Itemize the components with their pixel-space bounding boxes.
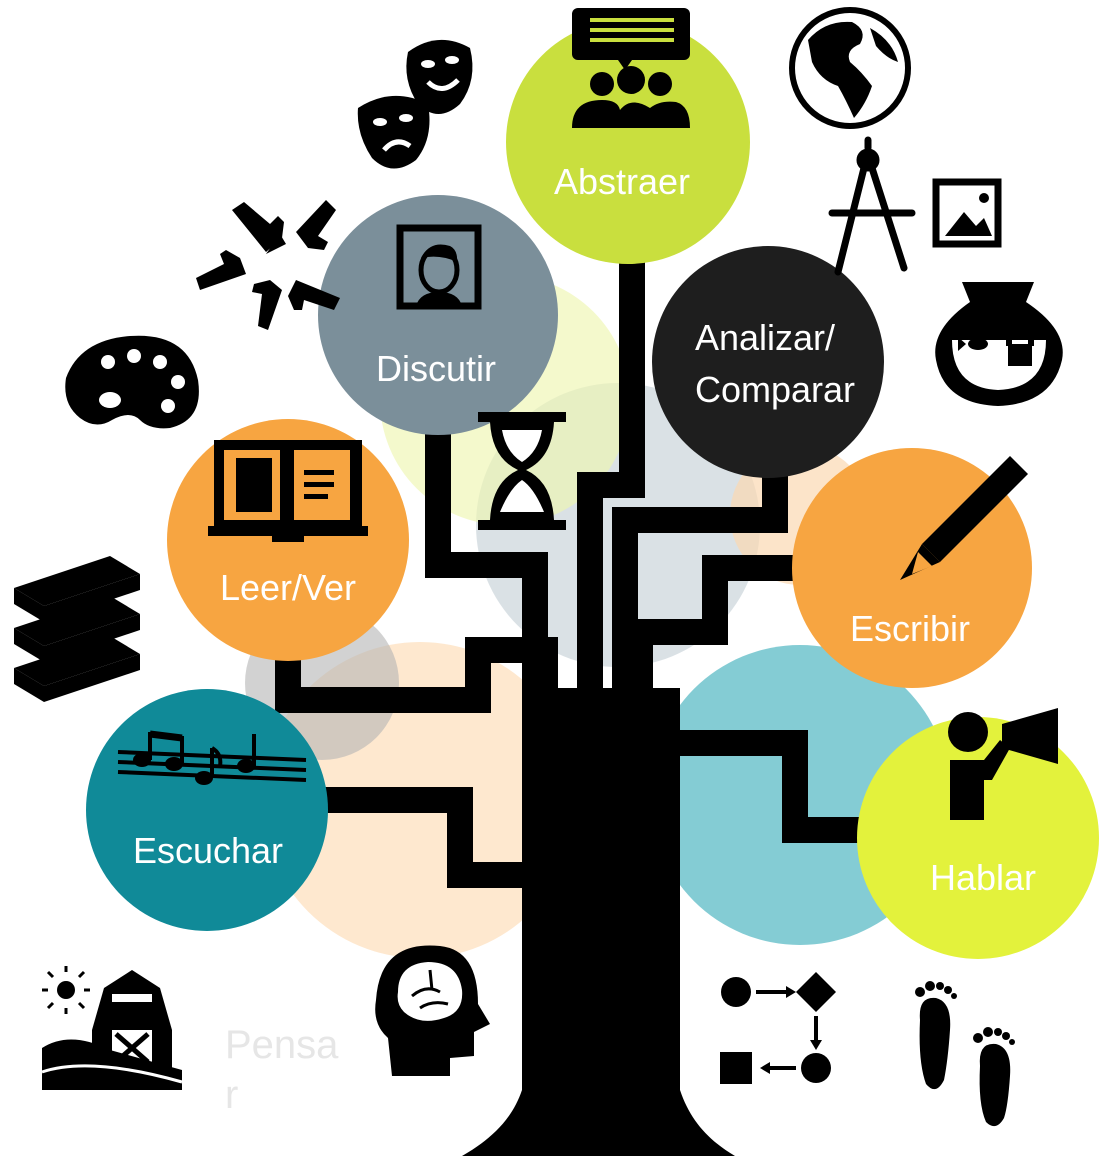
book-icon [208,440,368,542]
node-discutir: Discutir [318,195,558,435]
node-abstraer: Abstraer [506,20,750,264]
node-escuchar: Escuchar [86,689,328,931]
books-stack-icon [14,556,140,702]
compass-icon [828,136,916,276]
analizar-label-line2: Comparar [695,369,855,410]
escuchar-label: Escuchar [133,830,283,871]
fishbowl-icon [935,282,1063,406]
node-analizar-comparar: Analizar/ Comparar [652,246,884,478]
brain-head-icon [375,945,490,1076]
pensar-label-line1: Pensa [225,1023,339,1067]
abstraer-label: Abstraer [554,161,690,202]
palette-icon [65,335,199,429]
barn-icon [41,966,183,1090]
pencil-icon [900,456,1028,580]
music-notes-icon [117,730,307,785]
footprints-icon [915,981,1015,1127]
hourglass-icon [478,412,566,530]
leer-ver-label: Leer/Ver [220,567,356,608]
drama-masks-icon [357,39,473,169]
hablar-label: Hablar [930,857,1036,898]
flowchart-icon [720,972,836,1084]
pensar-label-line2: r [225,1073,238,1117]
helping-hands-icon [196,200,340,330]
picture-icon [932,178,1002,248]
tree-trunk [275,262,868,888]
megaphone-person-icon [948,708,1058,820]
trunk-body [462,688,735,1156]
analizar-label-line1: Analizar/ [695,317,835,358]
escribir-label: Escribir [850,608,970,649]
discutir-label: Discutir [376,348,496,389]
node-hablar: Hablar [857,717,1099,959]
portrait-icon [396,224,482,310]
globe-icon [789,7,911,129]
presentation-group-icon [572,8,690,128]
